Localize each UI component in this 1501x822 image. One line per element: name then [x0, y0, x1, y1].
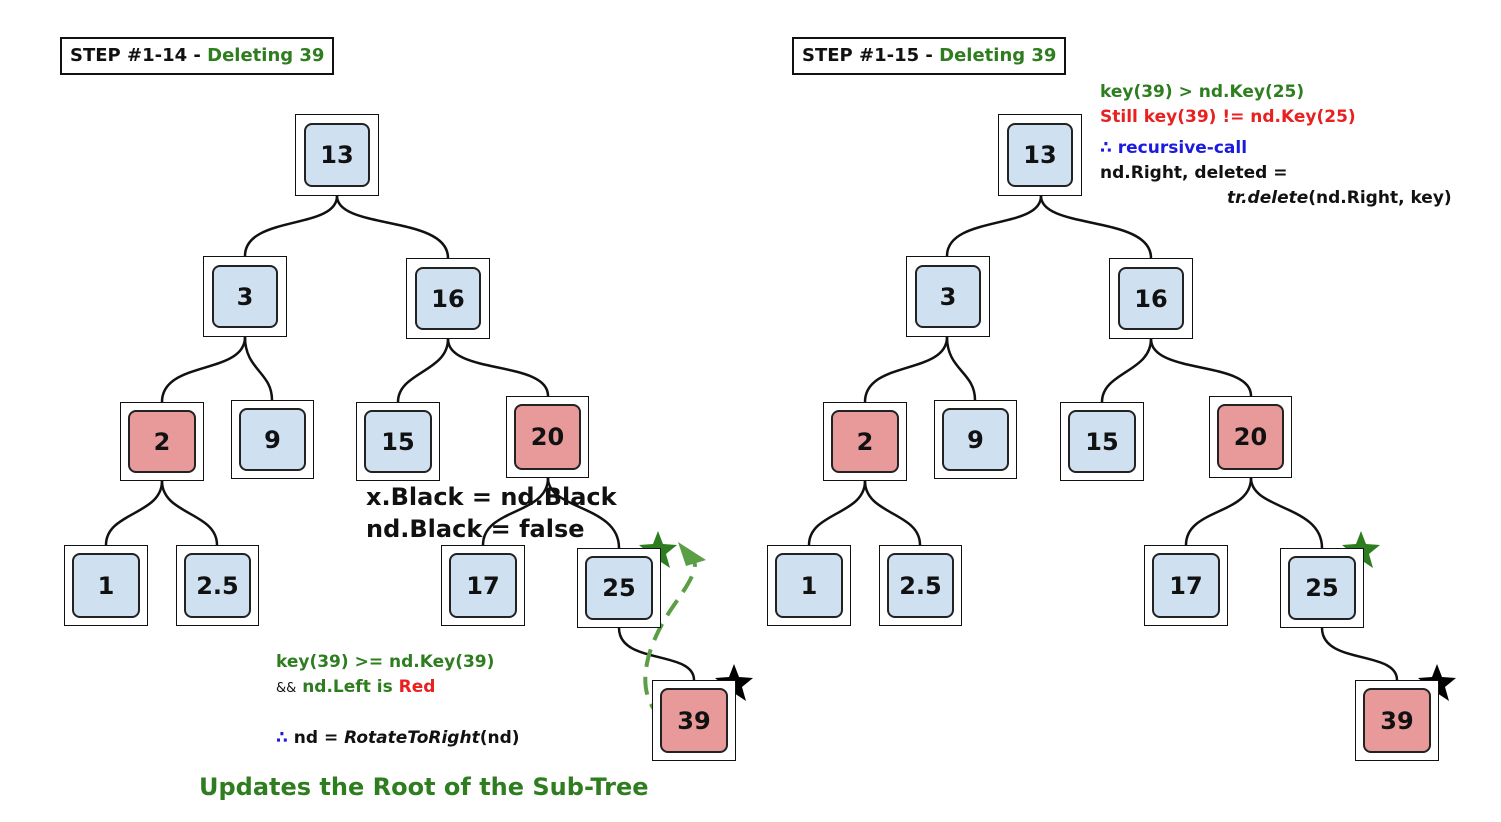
r-node-1: 1	[775, 553, 843, 618]
node-15-frame: 15	[356, 402, 440, 481]
node-25-frame: 25	[577, 548, 661, 628]
edge-r-16-15	[1100, 338, 1153, 403]
condition-note: key(39) >= nd.Key(39) && nd.Left is Red …	[276, 650, 520, 751]
r-node-15: 15	[1068, 410, 1136, 473]
r-node-20: 20	[1217, 404, 1284, 470]
r-node-1-frame: 1	[767, 545, 851, 626]
cond-line-2b: Red	[398, 677, 436, 697]
edge-16-15	[396, 338, 450, 403]
therefore-symbol: ∴	[276, 728, 288, 748]
r-node-25-frame: 25	[1280, 548, 1364, 628]
r-line-5-fn: tr.delete	[1227, 188, 1309, 208]
step-title-left: STEP #1-14 - Deleting 39	[60, 37, 335, 75]
r-node-2.5-frame: 2.5	[879, 545, 962, 626]
edge-13-16	[335, 195, 450, 259]
cond-line-2a: nd.Left is	[302, 677, 399, 697]
r-line-1: key(39) > nd.Key(25)	[1100, 82, 1305, 102]
node-39: 39	[660, 688, 728, 753]
step-action-right: Deleting 39	[939, 45, 1057, 66]
edge-25-39	[617, 627, 696, 681]
r-node-25: 25	[1288, 556, 1356, 620]
edge-r-3-2	[863, 336, 949, 403]
edge-r-20-25	[1249, 477, 1324, 549]
edge-20-25	[546, 477, 621, 549]
r-node-16-frame: 16	[1109, 258, 1193, 339]
edge-r-25-39	[1320, 627, 1399, 681]
edge-2-1	[104, 480, 164, 546]
caption: Updates the Root of the Sub-Tree	[199, 773, 649, 801]
r-node-2-frame: 2	[823, 402, 907, 481]
r-node-17-frame: 17	[1144, 545, 1228, 626]
node-39-frame: 39	[652, 680, 736, 761]
edge-r-20-17	[1184, 477, 1253, 546]
r-line-5-args: (nd.Right, key)	[1308, 188, 1452, 208]
step-label: STEP #1-14 -	[70, 45, 208, 66]
edge-r-16-20	[1149, 338, 1253, 397]
recursion-note: key(39) > nd.Key(25) Still key(39) != nd…	[1100, 80, 1452, 211]
node-15: 15	[364, 410, 432, 473]
edge-r-3-9	[945, 336, 977, 401]
node-2.5-frame: 2.5	[176, 545, 259, 626]
node-3: 3	[212, 265, 278, 328]
r-node-16: 16	[1118, 267, 1184, 330]
result-a: nd =	[293, 728, 345, 748]
node-1-frame: 1	[64, 545, 148, 626]
r-line-2: Still key(39) != nd.Key(25)	[1100, 107, 1356, 127]
r-node-3: 3	[915, 265, 981, 328]
r-node-13-frame: 13	[998, 114, 1082, 196]
r-therefore-symbol: ∴	[1100, 138, 1112, 158]
node-13-frame: 13	[295, 114, 379, 196]
edge-13-3	[243, 195, 339, 257]
edge-2-2.5	[160, 480, 219, 546]
node-20-frame: 20	[506, 396, 589, 478]
node-1: 1	[72, 553, 140, 618]
node-17: 17	[449, 553, 517, 618]
step-label-right: STEP #1-15 -	[802, 45, 940, 66]
edge-r-2-1	[807, 480, 867, 546]
r-node-2.5: 2.5	[887, 553, 954, 618]
r-node-15-frame: 15	[1060, 402, 1144, 481]
node-17-frame: 17	[441, 545, 525, 626]
edge-r-13-16	[1039, 195, 1153, 259]
r-line-3: recursive-call	[1117, 138, 1248, 158]
edge-16-20	[446, 338, 550, 397]
cond-line-1: key(39) >= nd.Key(39)	[276, 652, 495, 672]
rotation-arrow	[643, 551, 697, 720]
assign-note: x.Black = nd.Black nd.Black = false	[366, 481, 617, 545]
result-fn: RotateToRight	[344, 728, 480, 748]
edge-r-2-2.5	[863, 480, 922, 546]
edge-20-17	[481, 477, 550, 546]
assign-line-1: x.Black = nd.Black	[366, 483, 617, 511]
r-node-13: 13	[1007, 123, 1073, 187]
r-node-39-frame: 39	[1355, 680, 1439, 761]
r-node-17: 17	[1152, 553, 1220, 618]
node-2.5: 2.5	[184, 553, 251, 618]
node-3-frame: 3	[203, 256, 287, 337]
assign-line-2: nd.Black = false	[366, 515, 585, 543]
node-20: 20	[514, 404, 581, 470]
result-b: (nd)	[479, 728, 520, 748]
node-2: 2	[128, 410, 196, 473]
step-action: Deleting 39	[207, 45, 325, 66]
step-title-right: STEP #1-15 - Deleting 39	[792, 37, 1067, 75]
r-node-9: 9	[942, 408, 1009, 471]
node-9: 9	[239, 408, 306, 471]
node-2-frame: 2	[120, 402, 204, 481]
rotation-arrowhead-icon	[678, 542, 706, 566]
node-9-frame: 9	[231, 400, 314, 479]
node-13: 13	[304, 123, 370, 187]
r-node-3-frame: 3	[906, 256, 990, 337]
r-node-9-frame: 9	[934, 400, 1017, 479]
node-16: 16	[415, 267, 481, 330]
edge-3-2	[160, 336, 247, 403]
r-node-20-frame: 20	[1209, 396, 1292, 478]
node-25: 25	[585, 556, 653, 620]
cond-amp: &&	[276, 681, 297, 696]
edge-3-9	[243, 336, 274, 401]
r-line-4: nd.Right, deleted =	[1100, 163, 1288, 183]
node-16-frame: 16	[406, 258, 490, 339]
r-node-39: 39	[1363, 688, 1431, 753]
edge-r-13-3	[945, 195, 1043, 257]
r-node-2: 2	[831, 410, 899, 473]
